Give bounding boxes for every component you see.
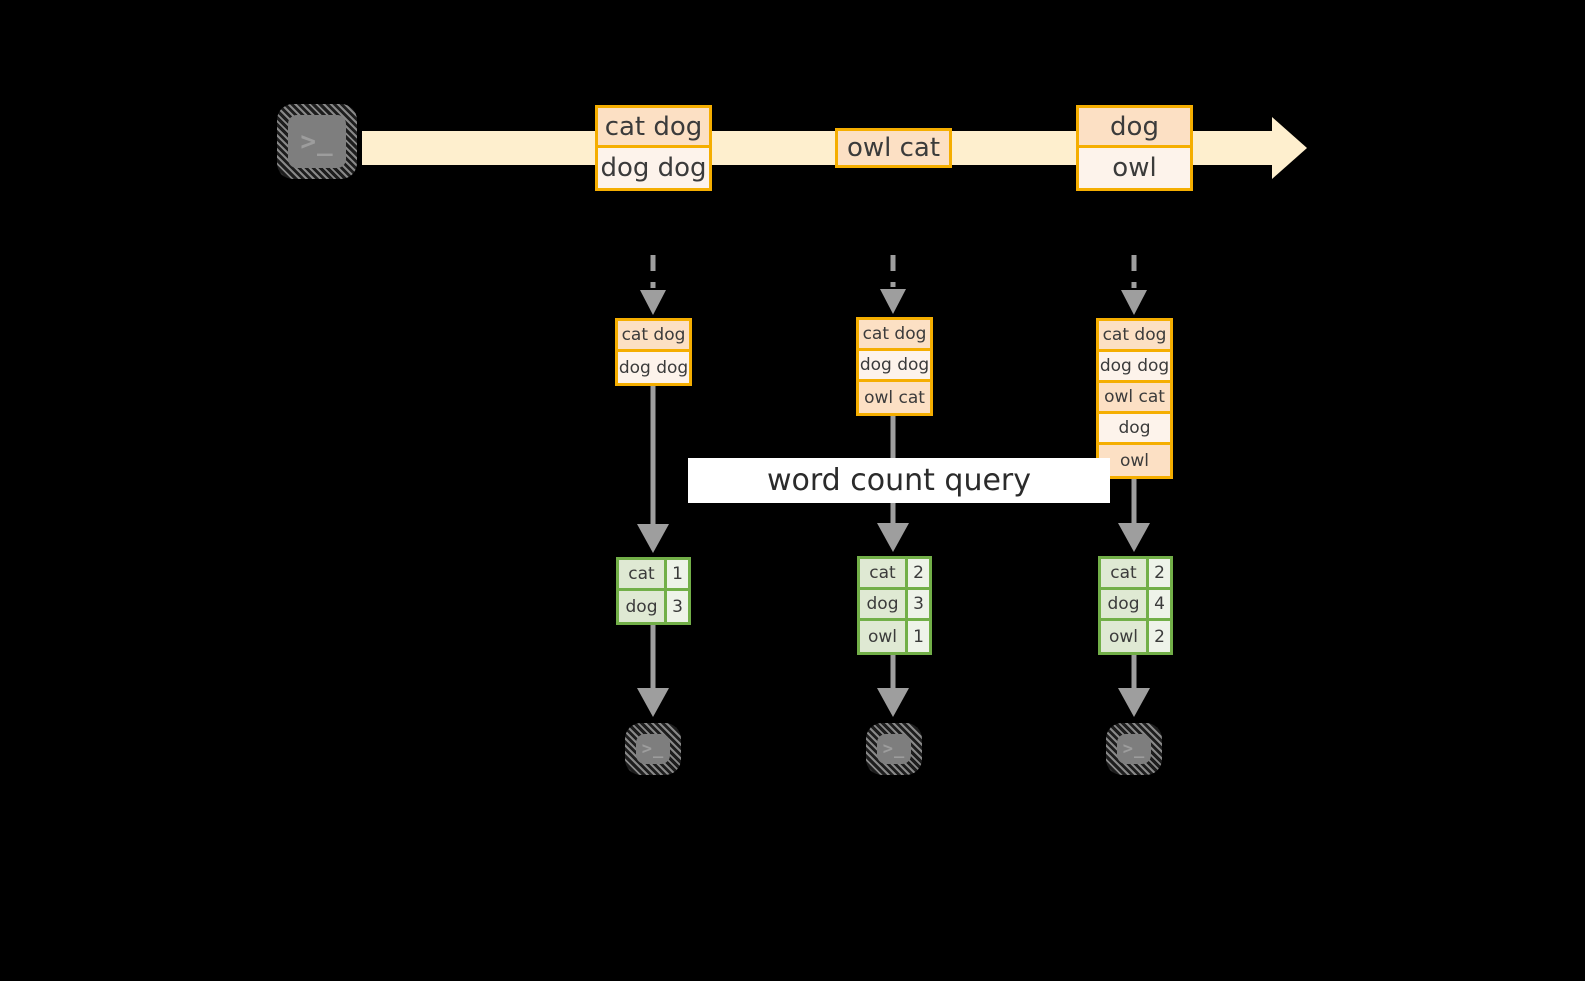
snapshot-stack-t1[interactable]: cat dog dog dog: [615, 318, 692, 386]
connector-arrowhead-sink-1: [637, 688, 669, 717]
result-key-t1-1: cat: [619, 560, 667, 588]
connector-arrowhead-result-1: [637, 524, 669, 553]
sink-terminal-t2[interactable]: >_: [866, 723, 922, 775]
snapshot-t2-line-3: owl cat: [859, 382, 930, 413]
terminal-prompt-icon: >_: [882, 738, 906, 759]
snapshot-t3-line-2: dog dog: [1099, 352, 1170, 383]
result-key-t1-2: dog: [619, 591, 667, 622]
stream-message-2[interactable]: owl cat: [835, 128, 952, 168]
result-key-t2-2: dog: [860, 590, 908, 618]
snapshot-stack-t2[interactable]: cat dog dog dog owl cat: [856, 317, 933, 416]
terminal-prompt-icon: >_: [641, 738, 665, 759]
snapshot-t2-line-1: cat dog: [859, 320, 930, 351]
snapshot-stack-t3[interactable]: cat dog dog dog owl cat dog owl: [1096, 318, 1173, 479]
terminal-body: >_: [1117, 734, 1151, 764]
result-key-t2-1: cat: [860, 559, 908, 587]
result-val-t3-2: 4: [1149, 590, 1170, 618]
result-val-t1-1: 1: [667, 560, 688, 588]
result-val-t2-1: 2: [908, 559, 929, 587]
stream-message-1-line-2: dog dog: [598, 148, 709, 188]
result-val-t2-2: 3: [908, 590, 929, 618]
stream-message-1-line-1: cat dog: [598, 108, 709, 148]
terminal-prompt-icon: >_: [300, 126, 334, 157]
sink-terminal-t3[interactable]: >_: [1106, 723, 1162, 775]
result-key-t2-3: owl: [860, 621, 908, 652]
query-label-band: word count query: [688, 458, 1110, 503]
result-val-t3-3: 2: [1149, 621, 1170, 652]
result-val-t2-3: 1: [908, 621, 929, 652]
connector-arrowhead-sink-3: [1118, 688, 1150, 717]
stream-message-2-line-1: owl cat: [838, 131, 949, 165]
result-row-t2-1: cat 2: [860, 559, 929, 590]
dashed-feed-arrowhead-3: [1121, 290, 1147, 315]
result-table-t1[interactable]: cat 1 dog 3: [616, 557, 691, 625]
terminal-body: >_: [288, 115, 346, 168]
query-label-text: word count query: [766, 463, 1032, 498]
stream-message-3-line-1: dog: [1079, 108, 1190, 148]
result-key-t3-3: owl: [1101, 621, 1149, 652]
snapshot-t1-line-2: dog dog: [618, 352, 689, 383]
result-row-t1-1: cat 1: [619, 560, 688, 591]
connector-arrowhead-sink-2: [877, 688, 909, 717]
result-table-t2[interactable]: cat 2 dog 3 owl 1: [857, 556, 932, 655]
result-row-t3-2: dog 4: [1101, 590, 1170, 621]
result-row-t3-3: owl 2: [1101, 621, 1170, 652]
result-row-t2-2: dog 3: [860, 590, 929, 621]
connector-arrowhead-result-3: [1118, 523, 1150, 552]
result-key-t3-2: dog: [1101, 590, 1149, 618]
result-row-t3-1: cat 2: [1101, 559, 1170, 590]
stream-message-3-line-2: owl: [1079, 148, 1190, 188]
dashed-feed-arrowhead-2: [880, 289, 906, 314]
stream-message-3[interactable]: dog owl: [1076, 105, 1193, 191]
result-val-t1-2: 3: [667, 591, 688, 622]
stream-arrowhead: [1272, 117, 1307, 179]
snapshot-t3-line-1: cat dog: [1099, 321, 1170, 352]
result-row-t2-3: owl 1: [860, 621, 929, 652]
snapshot-t3-line-5: owl: [1099, 445, 1170, 476]
connector-arrowhead-result-2: [877, 523, 909, 552]
terminal-body: >_: [636, 734, 670, 764]
result-val-t3-1: 2: [1149, 559, 1170, 587]
terminal-body: >_: [877, 734, 911, 764]
source-terminal[interactable]: >_: [277, 104, 357, 179]
dashed-feed-arrowhead-1: [640, 290, 666, 315]
snapshot-t2-line-2: dog dog: [859, 351, 930, 382]
result-key-t3-1: cat: [1101, 559, 1149, 587]
terminal-prompt-icon: >_: [1122, 738, 1146, 759]
sink-terminal-t1[interactable]: >_: [625, 723, 681, 775]
stream-message-1[interactable]: cat dog dog dog: [595, 105, 712, 191]
snapshot-t3-line-4: dog: [1099, 414, 1170, 445]
result-row-t1-2: dog 3: [619, 591, 688, 622]
snapshot-t3-line-3: owl cat: [1099, 383, 1170, 414]
snapshot-t1-line-1: cat dog: [618, 321, 689, 352]
result-table-t3[interactable]: cat 2 dog 4 owl 2: [1098, 556, 1173, 655]
